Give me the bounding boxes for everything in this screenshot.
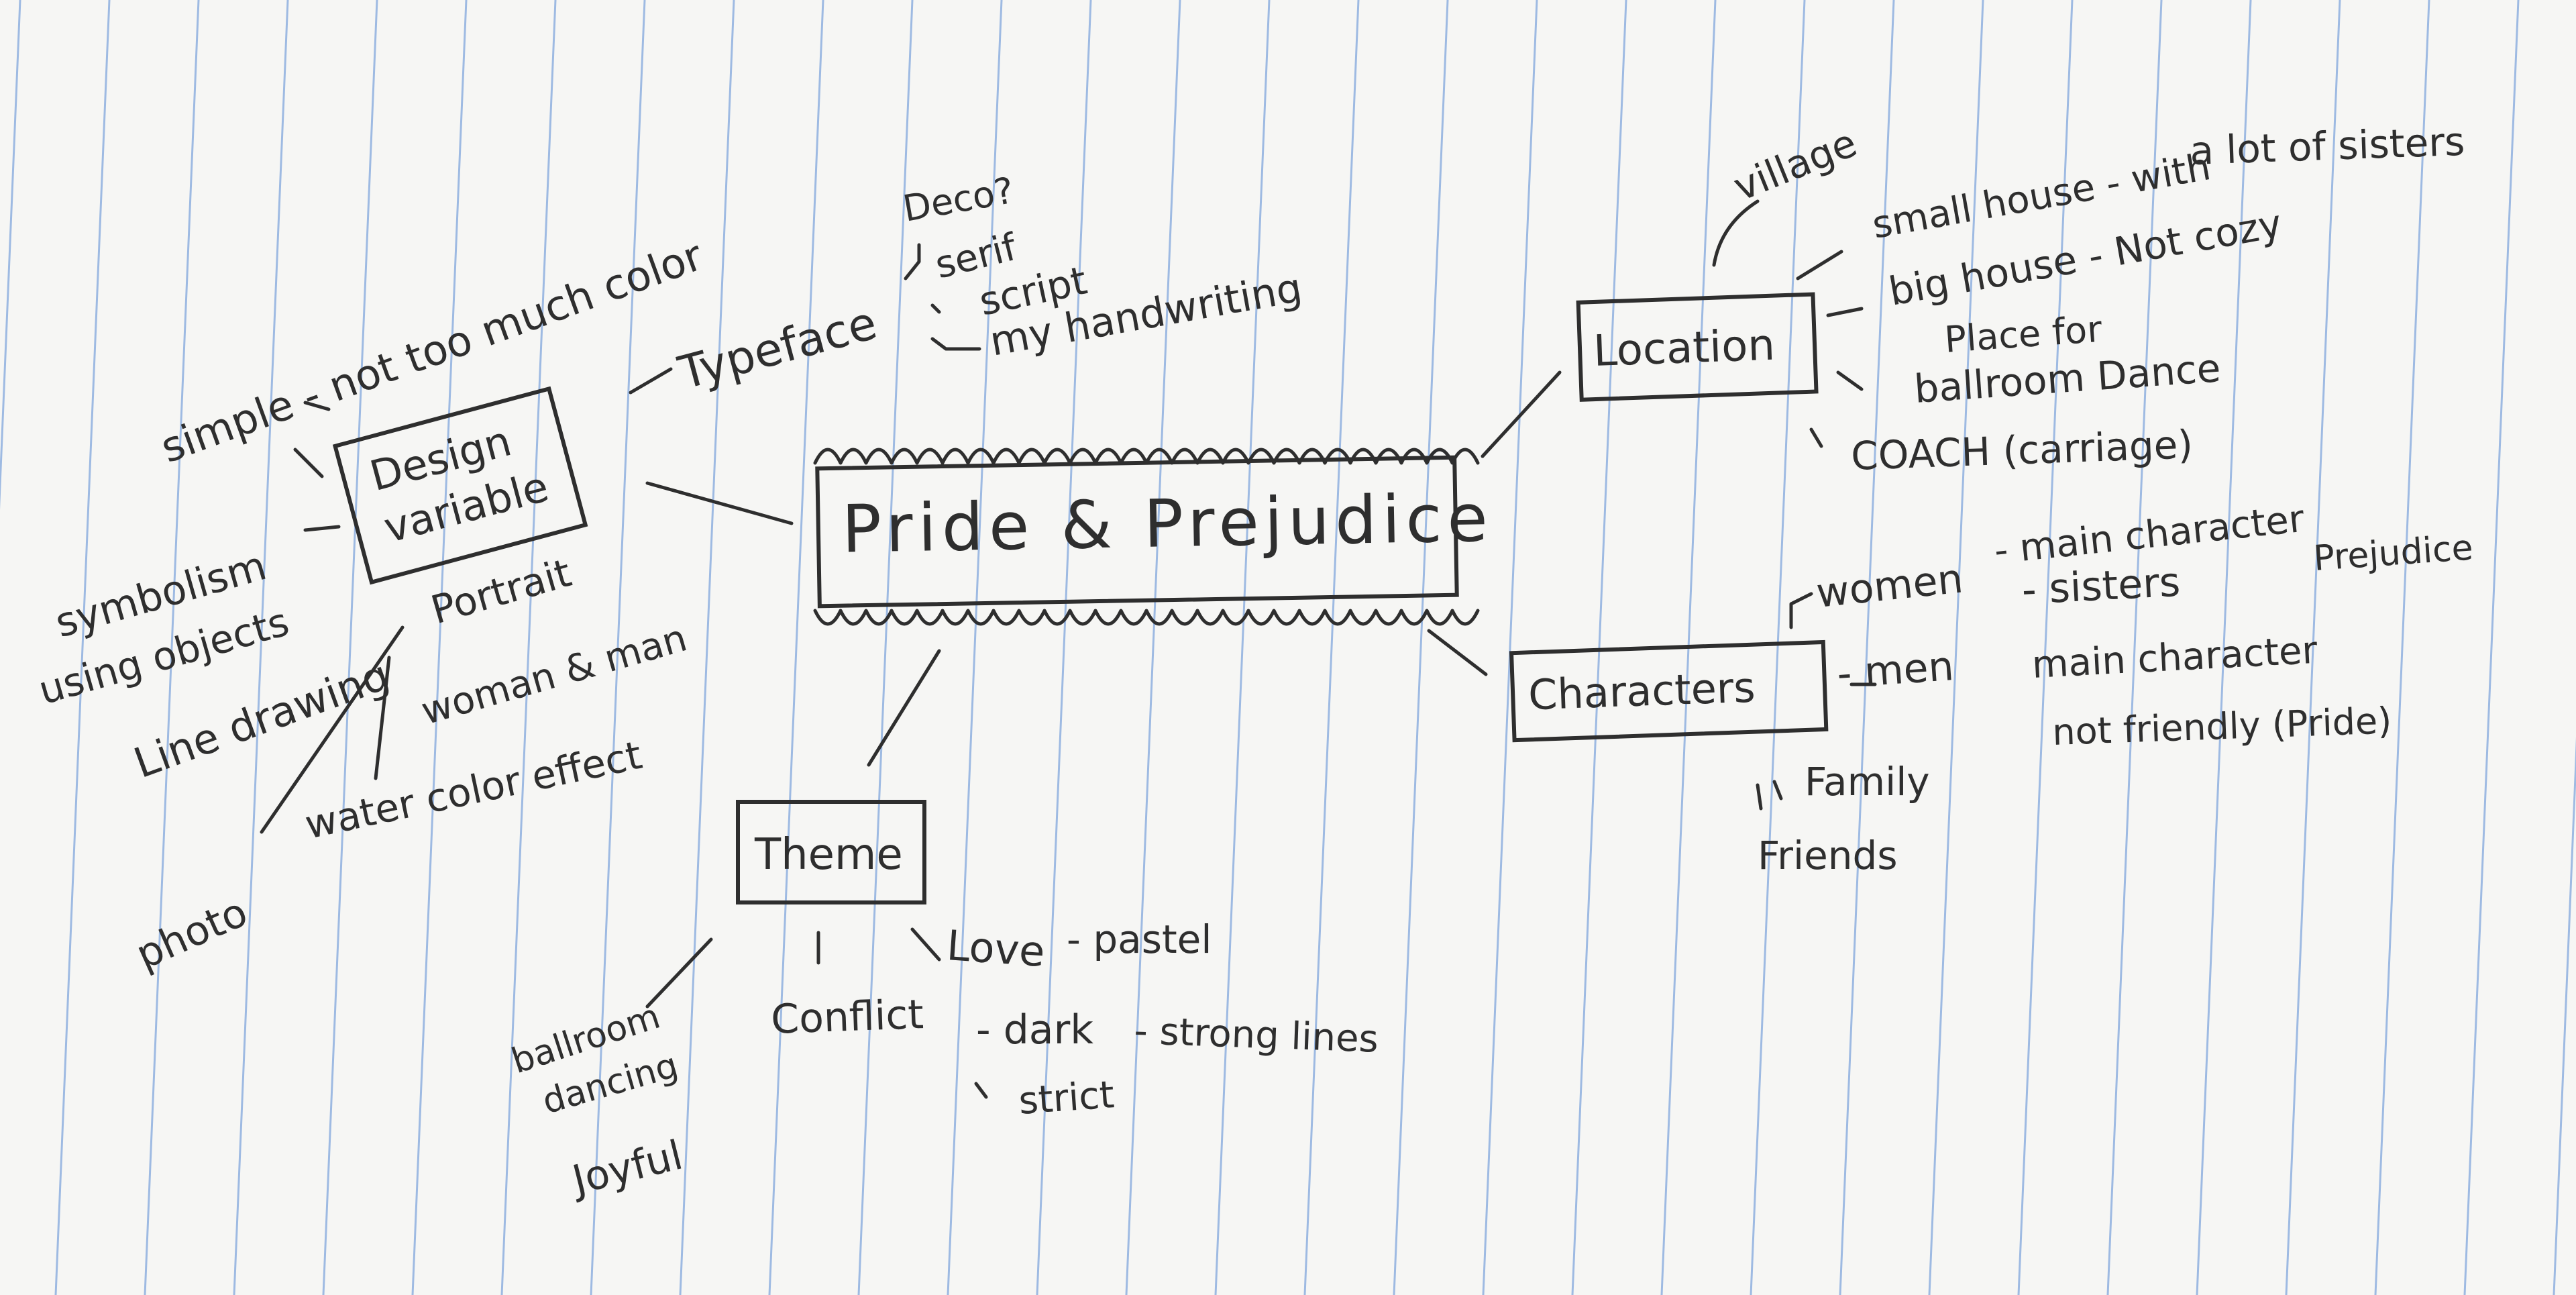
characters-men-main: main character	[2031, 629, 2319, 687]
ruled-line	[411, 0, 468, 1295]
characters-friends: Friends	[1758, 833, 1898, 878]
theme-conflict: Conflict	[770, 991, 924, 1043]
ruled-line	[1303, 0, 1360, 1295]
ruled-line	[1125, 0, 1181, 1295]
ruled-line	[2285, 0, 2341, 1295]
ruled-line	[947, 0, 1003, 1295]
theme-strong-lines: - strong lines	[1134, 1009, 1379, 1061]
theme-label: Theme	[754, 830, 903, 880]
ruled-line	[1214, 0, 1271, 1295]
location-sisters: a lot of sisters	[2189, 119, 2465, 174]
ruled-line	[233, 0, 289, 1295]
characters-men: - men	[1835, 643, 1955, 698]
characters-women: women	[1814, 555, 1965, 617]
theme-joyful: Joyful	[566, 1132, 688, 1205]
ruled-line	[1571, 0, 1627, 1295]
theme-dark: - dark	[976, 1006, 1093, 1053]
ruled-line	[2106, 0, 2163, 1295]
ruled-line	[500, 0, 557, 1295]
ruled-line	[2196, 0, 2252, 1295]
ruled-line	[1393, 0, 1449, 1295]
theme-node: Theme	[736, 800, 926, 904]
ruled-line	[679, 0, 735, 1295]
theme-strict: strict	[1017, 1073, 1116, 1123]
design-photo: photo	[129, 888, 255, 978]
ruled-line	[1482, 0, 1538, 1295]
ruled-line	[1036, 0, 1092, 1295]
ruled-line	[144, 0, 200, 1295]
location-node: Location	[1576, 292, 1819, 402]
connector-lines	[260, 199, 1877, 1099]
ruled-line	[1750, 0, 1806, 1295]
characters-label: Characters	[1527, 663, 1756, 720]
characters-prejudice: Prejudice	[2312, 528, 2475, 579]
ruled-line	[1839, 0, 1895, 1295]
location-village: village	[1727, 119, 1863, 209]
ruled-line	[1928, 0, 1984, 1295]
design-woman-man: woman & man	[417, 616, 692, 733]
ruled-line	[0, 0, 21, 510]
design-watercolor: water color effect	[301, 732, 646, 848]
ruled-line	[2463, 0, 2520, 1295]
location-place-for: Place for	[1943, 308, 2104, 361]
characters-node: Characters	[1509, 639, 1829, 743]
ruled-line	[322, 0, 378, 1295]
central-title: Pride & Prejudice	[841, 480, 1494, 568]
ruled-line	[590, 0, 646, 1295]
ruled-line	[768, 0, 824, 1295]
ruled-line	[2017, 0, 2074, 1295]
theme-love: Love	[945, 921, 1046, 976]
location-label: Location	[1593, 321, 1776, 376]
design-variable-node: Design variable	[332, 386, 588, 585]
characters-women-sisters: - sisters	[2021, 559, 2182, 614]
typeface-label: Typeface	[673, 297, 882, 400]
typeface-deco: Deco?	[900, 169, 1017, 230]
ruled-line	[2374, 0, 2430, 1295]
theme-pastel: - pastel	[1067, 917, 1212, 962]
ruled-line	[2553, 736, 2576, 1295]
characters-not-friendly: not friendly (Pride)	[2051, 699, 2392, 754]
characters-family: Family	[1805, 759, 1930, 805]
central-node: Pride & Prejudice	[813, 448, 1494, 626]
ruled-line	[857, 0, 914, 1295]
ruled-line	[54, 0, 111, 1295]
